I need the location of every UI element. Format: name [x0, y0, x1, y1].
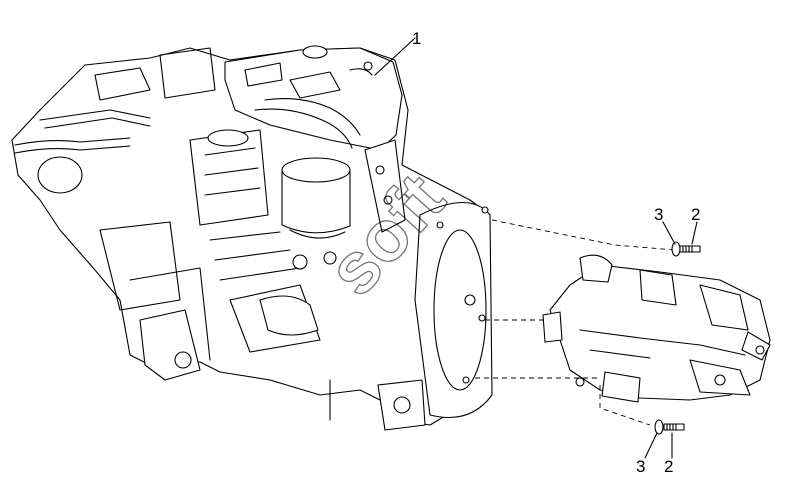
callout-2-bottom: 2 [664, 457, 673, 476]
callout-2-top: 2 [691, 205, 700, 224]
callout-3-top: 3 [654, 205, 663, 224]
washer-icon [654, 241, 681, 435]
callout-1: 1 [412, 29, 421, 48]
assembly-guide-lines [475, 219, 676, 426]
leader-line-1 [374, 37, 416, 76]
callout-3-bottom: 3 [636, 457, 645, 476]
fastener-leader-lines [644, 221, 698, 459]
hydraulic-pump-icon [542, 254, 771, 403]
engine-assembly-icon [11, 37, 493, 431]
